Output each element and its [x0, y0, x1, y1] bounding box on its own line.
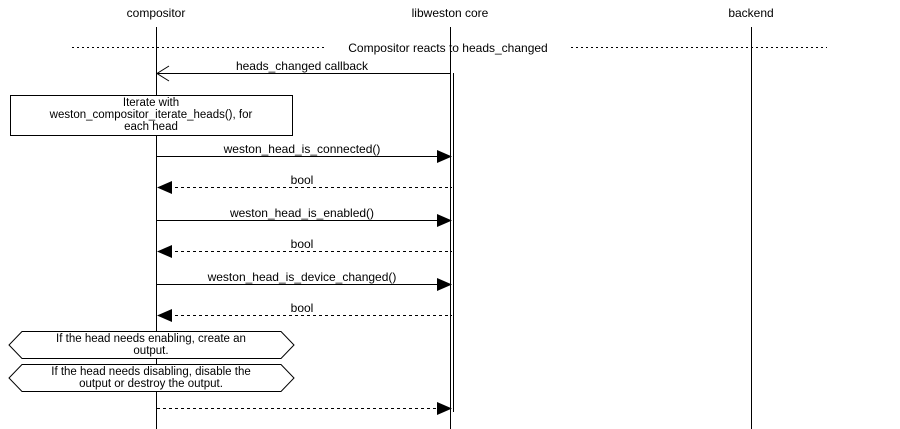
note-line-3: each head — [124, 121, 178, 133]
divider-label: Compositor reacts to heads_changed — [348, 41, 547, 55]
arrowhead-filled-left-icon — [157, 309, 172, 322]
arrowhead-filled-left-icon — [157, 181, 172, 194]
message-final-return — [157, 402, 452, 415]
participant-label-compositor: compositor — [127, 6, 186, 20]
condition-hexagon-shape — [8, 331, 295, 359]
message-label-bool-return-enabled: bool — [291, 237, 314, 251]
message-bool-return-enabled: bool — [157, 237, 452, 258]
note-iterate-heads: Iterate with weston_compositor_iterate_h… — [10, 95, 293, 136]
condition-disable-head: If the head needs disabling, disable the… — [8, 364, 295, 392]
participant-label-backend: backend — [728, 6, 773, 20]
message-label-weston-head-is-enabled: weston_head_is_enabled() — [229, 206, 374, 220]
arrowhead-filled-right-icon — [437, 402, 452, 415]
condition-enable-head: If the head needs enabling, create an ou… — [8, 331, 295, 359]
section-divider: Compositor reacts to heads_changed — [72, 41, 827, 55]
participant-label-libweston-core: libweston core — [412, 6, 489, 20]
condition-line-2: output or destroy the output. — [79, 378, 223, 390]
message-label-bool-return-device-changed: bool — [291, 301, 314, 315]
message-label-weston-head-is-device-changed: weston_head_is_device_changed() — [207, 270, 397, 284]
condition-line-1: If the head needs enabling, create an — [56, 333, 246, 345]
message-bool-return-connected: bool — [157, 173, 452, 194]
message-bool-return-device-changed: bool — [157, 301, 452, 322]
note-line-1: Iterate with — [123, 97, 179, 109]
message-label-heads-changed-callback: heads_changed callback — [236, 59, 369, 73]
arrowhead-filled-right-icon — [437, 278, 452, 291]
participant-headers: compositor libweston core backend — [127, 6, 774, 20]
note-box-rect — [10, 95, 293, 136]
arrowhead-open-left-icon — [156, 65, 170, 82]
note-line-2: weston_compositor_iterate_heads(), for — [49, 109, 253, 121]
message-heads-changed-callback: heads_changed callback — [156, 59, 450, 82]
lifelines — [156, 27, 752, 429]
message-label-weston-head-is-connected: weston_head_is_connected() — [223, 142, 381, 156]
message-weston-head-is-enabled: weston_head_is_enabled() — [157, 206, 452, 227]
condition-hexagon-shape — [8, 364, 295, 392]
message-label-bool-return-connected: bool — [291, 173, 314, 187]
arrowhead-filled-right-icon — [437, 150, 452, 163]
message-weston-head-is-connected: weston_head_is_connected() — [157, 142, 452, 163]
arrowhead-filled-left-icon — [157, 245, 172, 258]
message-weston-head-is-device-changed: weston_head_is_device_changed() — [157, 270, 452, 291]
arrowhead-filled-right-icon — [437, 214, 452, 227]
condition-line-1: If the head needs disabling, disable the — [51, 366, 250, 378]
condition-line-2: output. — [133, 345, 168, 357]
